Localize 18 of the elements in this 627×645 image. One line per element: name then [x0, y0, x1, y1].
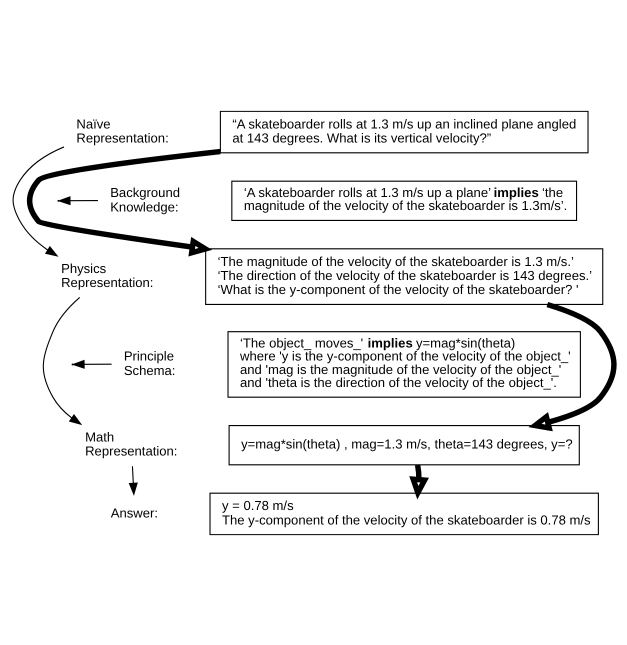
- node-box: ‘The object_ moves_' implies y=mag*sin(theta) where 'y is the y-component of the velocity of the object_' and 'mag is the magnitude of the velocity of the object_' and 'theta is the direction of the velocity of the object_'.: [227, 330, 581, 398]
- node-box: ‘A skateboarder rolls at 1.3 m/s up a plane’ implies ‘the magnitude of the velocity of the skateboarder is 1.3m/s’.: [231, 180, 578, 220]
- node-text: Physics Representation:: [61, 260, 154, 290]
- node-text: Principle Schema:: [124, 348, 176, 378]
- arrow: [409, 464, 429, 499]
- arrow: [72, 359, 112, 368]
- node-text: Math Representation:: [85, 428, 178, 458]
- node-box: “A skateboarder rolls at 1.3 m/s up an inclined plane angled at 143 degrees. What is its vertical velocity?”: [220, 110, 589, 153]
- arrow: [26, 148, 221, 256]
- node-text: Background Knowledge:: [110, 184, 180, 214]
- node-box: y = 0.78 m/s The y-component of the velocity of the skateboarder is 0.78 m/s: [209, 492, 599, 535]
- arrow: [128, 466, 138, 496]
- arrow: [42, 296, 82, 425]
- node-box: ‘The magnitude of the velocity of the skateboarder is 1.3 m/s.’ ‘The direction of the velocity of the skateboarder is 143 degrees.’ ‘What is the y-component of the velocity of the skateboarder? ': [205, 248, 604, 304]
- node-text: Naïve Representation:: [76, 116, 169, 146]
- node-text: Answer:: [110, 504, 158, 520]
- node-box: y=mag*sin(theta) , mag=1.3 m/s, theta=143 degrees, y=?: [228, 424, 580, 465]
- arrow: [12, 146, 64, 256]
